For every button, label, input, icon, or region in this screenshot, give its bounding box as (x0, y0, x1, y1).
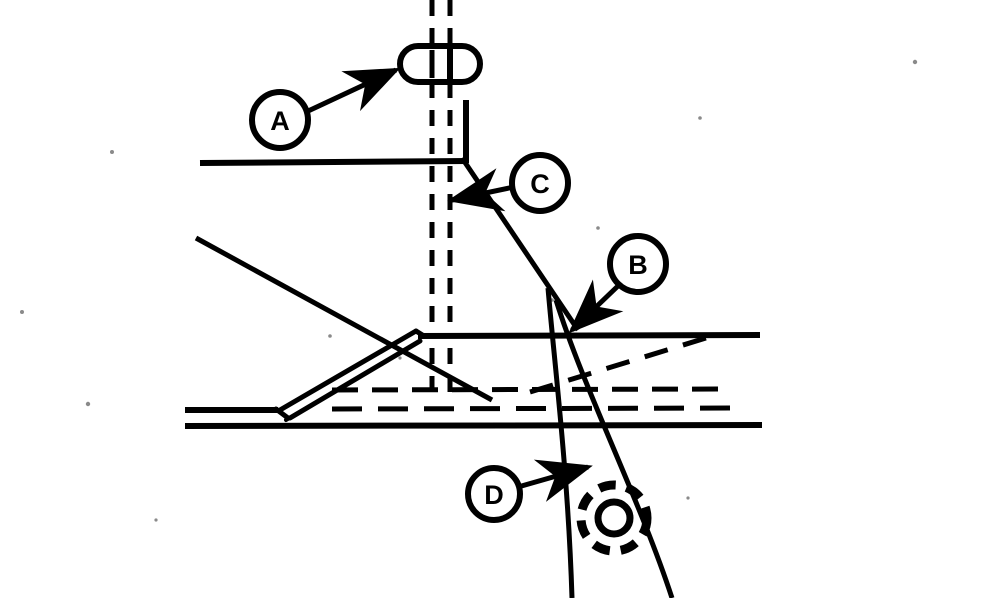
callout-b[interactable]: B (568, 233, 669, 334)
lower-horizontal-lines (184, 405, 763, 429)
left-diagonal-strut (194, 235, 494, 403)
main-deck-line (417, 332, 761, 339)
callout-b-leader (568, 279, 624, 334)
callout-c-balloon[interactable] (509, 152, 571, 214)
capsule-fitting (397, 43, 483, 85)
callout-b-balloon[interactable] (607, 233, 669, 295)
callout-a-leader (304, 67, 401, 115)
callout-d-label: D (484, 480, 504, 510)
upper-horizontal-line (199, 158, 469, 166)
callout-c[interactable]: C (447, 152, 581, 332)
hidden-deck-dashed-line (331, 386, 721, 393)
callout-d-leader (517, 459, 593, 502)
callout-a-label: A (270, 106, 290, 136)
hidden-diagonal-dashed-line (529, 335, 707, 395)
callout-d-balloon[interactable] (465, 465, 523, 523)
callout-c-label: C (530, 169, 550, 199)
callout-b-label: B (628, 250, 648, 280)
callout-a[interactable]: A (249, 67, 401, 151)
callout-a-balloon[interactable] (249, 89, 311, 151)
callout-d[interactable]: D (465, 459, 593, 523)
descending-curved-members (545, 287, 675, 598)
callout-c-extension-line (459, 156, 581, 332)
dashed-bolt-circle (576, 480, 652, 556)
